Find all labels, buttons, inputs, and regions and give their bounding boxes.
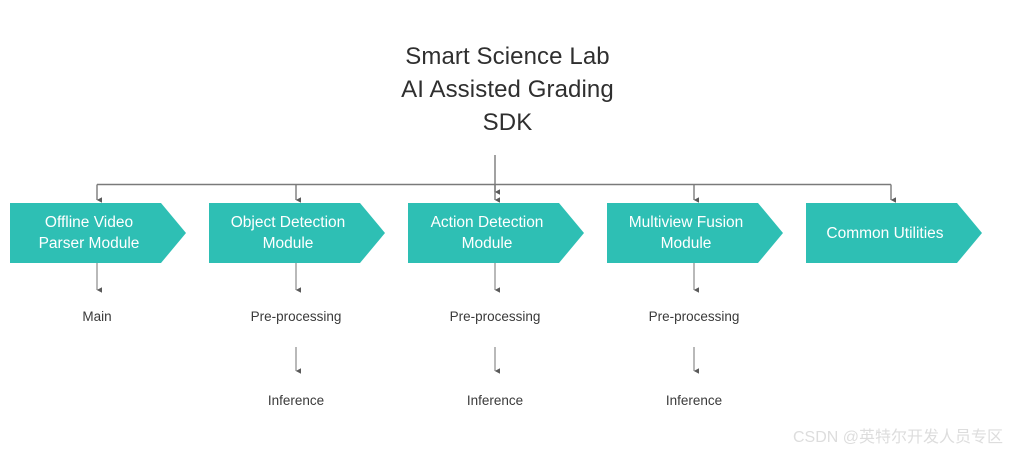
module-label: Action Detection Module [430,214,544,252]
module-common-utilities[interactable]: Common Utilities [806,203,982,263]
module-label: Object Detection Module [230,214,346,252]
step-label-preprocessing-action-detection: Pre-processing [449,309,541,324]
title-line-3: SDK [482,109,533,136]
module-row: Offline Video Parser Module Object Detec… [0,203,1015,263]
step-label-inference-object-detection: Inference [267,393,325,408]
module-label: Common Utilities [826,224,944,242]
step-label-inference-action-detection: Inference [466,393,524,408]
module-action-detection[interactable]: Action Detection Module [408,203,584,263]
step-label-preprocessing-multiview-fusion: Pre-processing [648,309,740,324]
step-label-main: Main [82,309,112,324]
watermark: CSDN @英特尔开发人员专区 [792,429,1003,446]
title-line-2: AI Assisted Grading [401,76,614,103]
module-multiview-fusion[interactable]: Multiview Fusion Module [607,203,783,263]
module-label: Offline Video Parser Module [38,214,140,252]
module-label: Multiview Fusion Module [628,214,744,252]
module-object-detection[interactable]: Object Detection Module [209,203,385,263]
title-line-1: Smart Science Lab [405,43,610,70]
module-offline-video-parser[interactable]: Offline Video Parser Module [10,203,186,263]
step-label-preprocessing-object-detection: Pre-processing [250,309,342,324]
page-title: Smart Science Lab AI Assisted Grading SD… [0,40,1015,139]
step-label-inference-multiview-fusion: Inference [665,393,723,408]
